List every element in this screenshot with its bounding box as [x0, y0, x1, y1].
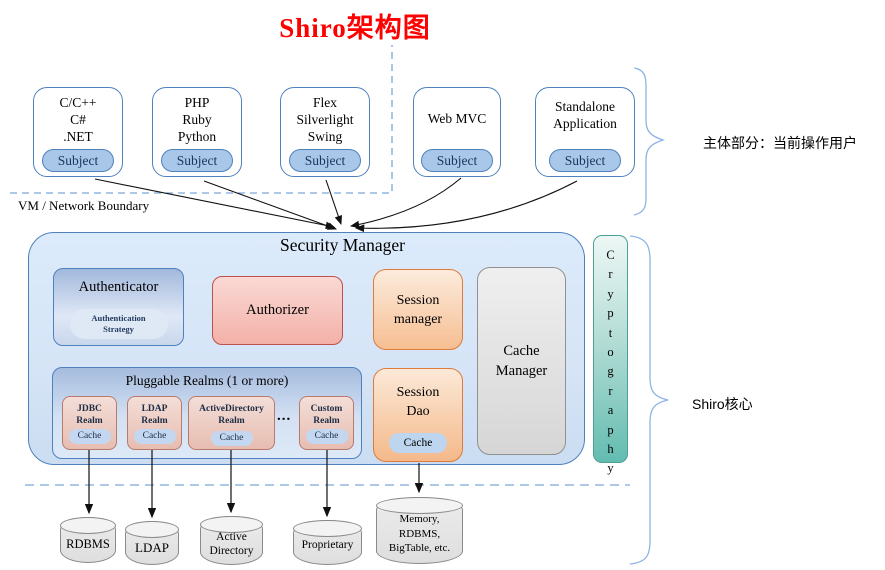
cache-manager-label: Cache Manager: [495, 343, 548, 379]
cache-manager-box: Cache Manager: [477, 267, 566, 455]
client-box-scripting: PHP Ruby Python Subject: [152, 87, 242, 177]
client-label: Standalone Application: [553, 99, 617, 131]
arrow-subject4-to-sm: [349, 177, 462, 229]
datastore-label: Memory, RDBMS, BigTable, etc.: [388, 513, 451, 554]
datastore-active-directory: Active Directory: [200, 516, 263, 565]
realm-label: JDBC Realm: [76, 404, 103, 426]
realms-ellipsis: ...: [277, 408, 292, 424]
realm-label: LDAP Realm: [141, 404, 168, 426]
arrow-subject3-to-sm: [325, 179, 342, 226]
session-dao-box: Session Dao Cache: [373, 368, 463, 462]
datastore-rdbms: RDBMS: [60, 517, 116, 563]
authenticator-label: Authenticator: [78, 279, 159, 295]
arrow-subject2-to-sm: [203, 180, 338, 230]
datastore-label: LDAP: [135, 540, 169, 555]
session-manager-box: Session manager: [373, 269, 463, 350]
client-label: C/C++ C# .NET: [59, 95, 97, 144]
client-label: PHP Ruby Python: [177, 95, 217, 144]
realm-box-jdbc: JDBC Realm Cache: [62, 396, 117, 450]
datastore-proprietary: Proprietary: [293, 520, 362, 565]
realm-box-custom: Custom Realm Cache: [299, 396, 354, 450]
subject-pill: Subject: [289, 149, 361, 172]
shiro-core-brace: [629, 235, 669, 565]
realm-cache-pill: Cache: [133, 429, 176, 444]
authenticator-box: Authenticator Authentication Strategy: [53, 268, 184, 346]
datastore-label: Proprietary: [301, 539, 354, 551]
realm-cache-pill: Cache: [68, 429, 111, 444]
subject-pill: Subject: [549, 149, 621, 172]
session-dao-cache-pill: Cache: [389, 433, 447, 453]
diagram-title: Shiro架构图: [279, 13, 431, 43]
client-label: Web MVC: [427, 111, 487, 126]
authorizer-box: Authorizer: [212, 276, 343, 345]
realm-cache-pill: Cache: [305, 429, 348, 444]
datastore-ldap: LDAP: [125, 521, 179, 565]
subject-part-label: 主体部分：当前操作用户: [703, 135, 857, 151]
realm-label: Custom Realm: [310, 404, 343, 426]
subject-pill: Subject: [421, 149, 493, 172]
subject-brace: [633, 67, 666, 216]
datastore-label: Active Directory: [209, 531, 254, 557]
datastore-memory: Memory, RDBMS, BigTable, etc.: [376, 497, 463, 564]
authorizer-label: Authorizer: [246, 302, 309, 318]
realm-cache-pill: Cache: [210, 431, 253, 446]
shiro-core-label: Shiro核心: [692, 396, 753, 412]
client-box-rich-ui: Flex Silverlight Swing Subject: [280, 87, 370, 177]
arrow-subject5-to-sm: [354, 180, 578, 233]
datastore-label: RDBMS: [66, 537, 110, 551]
subject-pill: Subject: [161, 149, 233, 172]
subject-pill: Subject: [42, 149, 114, 172]
authentication-strategy-pill: Authentication Strategy: [69, 309, 168, 339]
vm-network-boundary-label: VM / Network Boundary: [18, 198, 150, 213]
client-label: Flex Silverlight Swing: [296, 95, 354, 144]
client-box-web-mvc: Web MVC Subject: [413, 87, 501, 177]
cryptography-box: C r y p t o g r a p h y: [593, 235, 628, 475]
session-manager-label: Session manager: [393, 292, 443, 327]
realm-box-ldap: LDAP Realm Cache: [127, 396, 182, 450]
client-box-standalone: Standalone Application Subject: [535, 87, 635, 177]
client-box-native: C/C++ C# .NET Subject: [33, 87, 123, 177]
session-dao-label: Session Dao: [396, 385, 440, 419]
realm-label: ActiveDirectory Realm: [199, 404, 264, 426]
pluggable-realms-title: Pluggable Realms (1 or more): [125, 373, 289, 388]
security-manager-title: Security Manager: [280, 235, 405, 255]
realm-box-activedirectory: ActiveDirectory Realm Cache: [188, 396, 275, 450]
